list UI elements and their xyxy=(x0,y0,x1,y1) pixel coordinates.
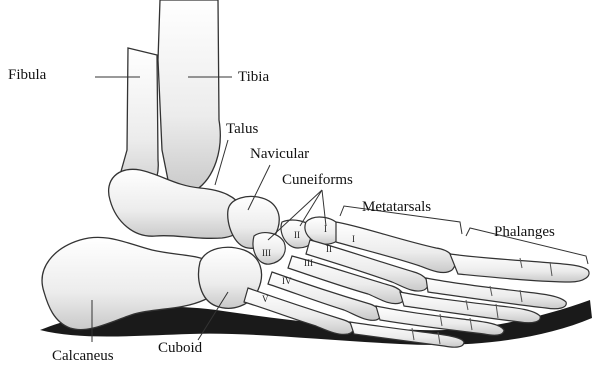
label-metatarsals: Metatarsals xyxy=(362,200,431,215)
label-fibula: Fibula xyxy=(8,68,46,83)
label-tibia: Tibia xyxy=(238,70,269,85)
numeral-metatarsal-iii: III xyxy=(304,258,313,268)
numeral-cuneiform-ii: II xyxy=(294,230,300,240)
label-cuneiforms: Cuneiforms xyxy=(282,173,353,188)
label-cuboid: Cuboid xyxy=(158,341,202,356)
numeral-metatarsal-i: I xyxy=(352,234,355,244)
label-calcaneus: Calcaneus xyxy=(52,349,114,364)
numeral-cuneiform-i: I xyxy=(324,224,327,234)
phalanx-great-toe xyxy=(450,254,589,282)
label-talus: Talus xyxy=(226,122,258,137)
tibia-bone xyxy=(158,0,220,193)
numeral-cuneiform-iii: III xyxy=(262,248,271,258)
label-phalanges: Phalanges xyxy=(494,225,555,240)
numeral-metatarsal-ii: II xyxy=(326,244,332,254)
numeral-metatarsal-iv: IV xyxy=(282,276,292,286)
numeral-metatarsal-v: V xyxy=(262,294,269,304)
label-navicular: Navicular xyxy=(250,147,309,162)
